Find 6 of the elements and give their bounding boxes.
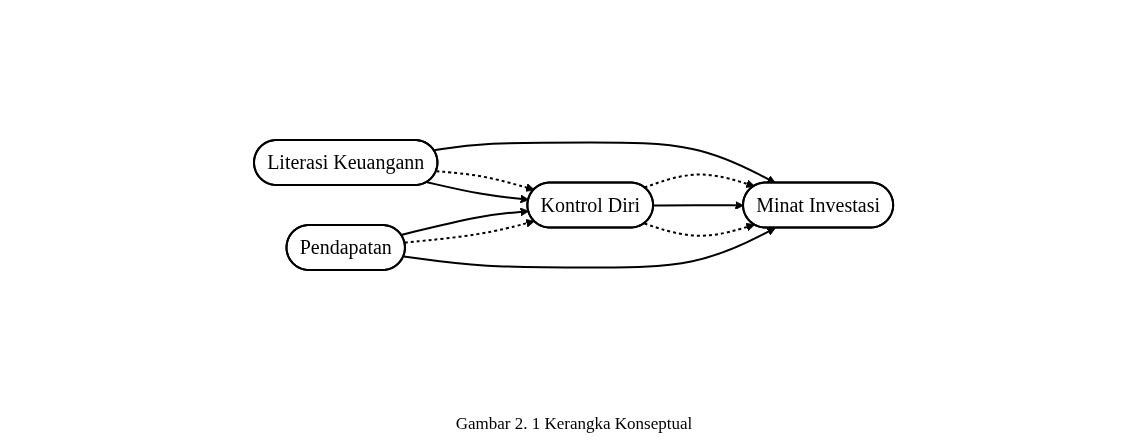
arrow bbox=[433, 141, 777, 184]
arrow bbox=[404, 219, 536, 244]
figure-caption: Gambar 2. 1 Kerangka Konseptual bbox=[455, 414, 693, 434]
arrow bbox=[643, 222, 756, 237]
arrow bbox=[643, 173, 756, 189]
arrow bbox=[403, 227, 777, 269]
